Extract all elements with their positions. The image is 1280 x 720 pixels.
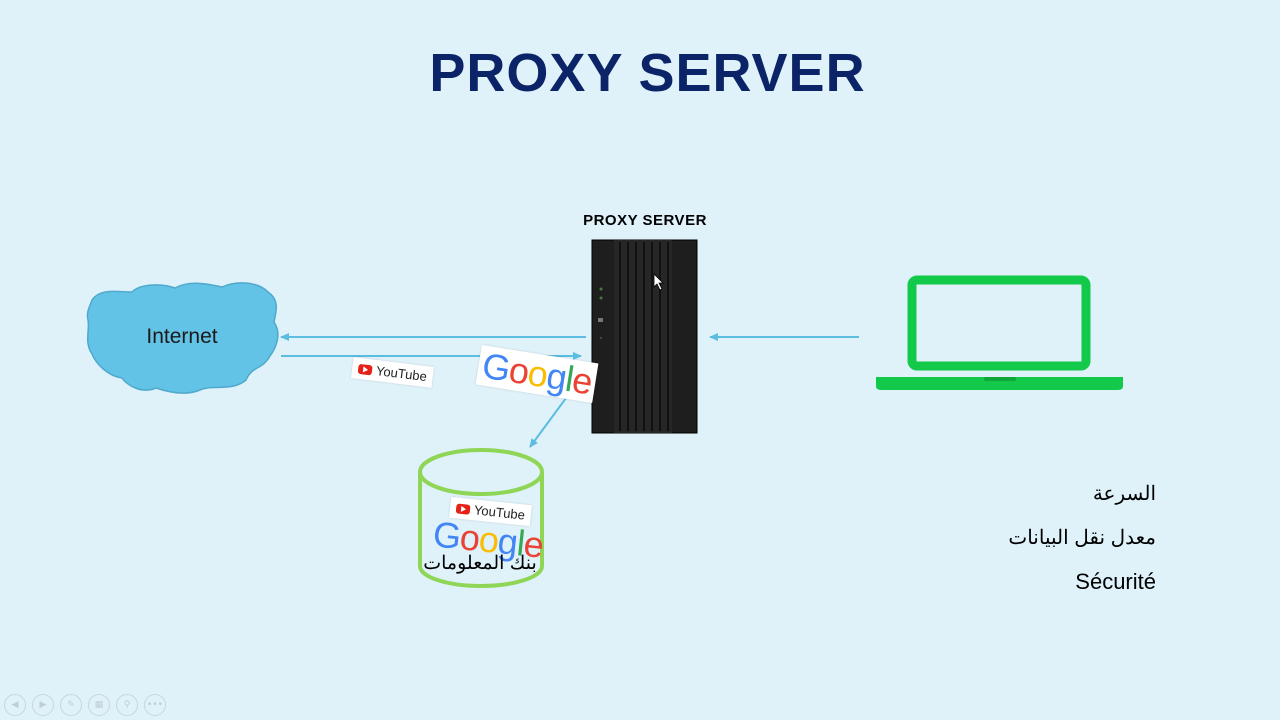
benefit-bandwidth: معدل نقل البيانات <box>1008 527 1156 549</box>
benefits-list: السرعة معدل نقل البيانات Sécurité <box>1008 480 1156 612</box>
youtube-text: YouTube <box>375 363 428 385</box>
pen-icon[interactable]: ✎ <box>60 694 82 716</box>
slideshow-toolbar: ◀ ▶ ✎ ▦ ⚲ ••• <box>4 694 166 716</box>
more-icon[interactable]: ••• <box>144 694 166 716</box>
prev-icon[interactable]: ◀ <box>4 694 26 716</box>
laptop-icon <box>876 275 1123 390</box>
benefit-speed: السرعة <box>1092 483 1156 505</box>
youtube-play-icon <box>357 363 373 375</box>
server-tower <box>591 239 698 434</box>
youtube-play-icon <box>455 502 471 515</box>
internet-label: Internet <box>146 325 218 348</box>
slide-title: PROXY SERVER <box>429 43 866 103</box>
zoom-icon[interactable]: ⚲ <box>116 694 138 716</box>
database-label: بنك المعلومات <box>423 553 537 574</box>
benefit-security: Sécurité <box>1075 569 1156 594</box>
server-label: PROXY SERVER <box>583 212 707 229</box>
slides-icon[interactable]: ▦ <box>88 694 110 716</box>
database-icon <box>418 448 544 588</box>
next-icon[interactable]: ▶ <box>32 694 54 716</box>
internet-cloud <box>86 282 279 394</box>
cursor-icon <box>653 273 664 291</box>
